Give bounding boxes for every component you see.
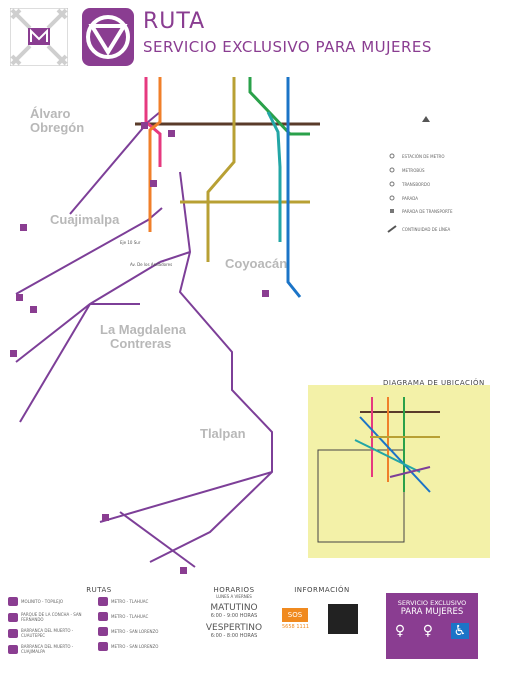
route-badge-icon (98, 597, 108, 606)
routes-title: RUTAS (86, 586, 112, 594)
legend-metrobus-icon (389, 167, 395, 173)
schedule-section: HORARIOS LUNES A VIERNES MATUTINO 6:00 -… (196, 586, 272, 639)
title: RUTA (143, 9, 206, 34)
teal-line (266, 111, 282, 242)
schedule-title: HORARIOS (213, 586, 255, 594)
region-obregon: Obregón (30, 120, 84, 135)
stop-andadores: Av. De los Andadores (130, 262, 172, 267)
route-item: PARQUE DE LA CONCHA - SAN FERNANDO (8, 612, 92, 622)
route-badge-icon (98, 642, 108, 651)
promo-line-2: PARA MUJERES (400, 607, 464, 617)
info-phone: 5658 1111 (282, 624, 310, 630)
legend-transfer-icon (389, 181, 395, 187)
region-alvaro: Álvaro (30, 106, 71, 121)
route-badges (10, 122, 269, 574)
info-sos-badge: SOS (282, 608, 308, 622)
routes-col-1: MOLINITO - TOPILEJO PARQUE DE LA CONCHA … (8, 597, 92, 660)
route-item: METRO - TLAHUAC (98, 597, 182, 606)
route-badge-icon (8, 612, 18, 622)
inset-title: DIAGRAMA DE UBICACIÓN (383, 378, 485, 387)
women-icon: ♀ (422, 623, 433, 639)
routes-section: RUTAS MOLINITO - TOPILEJO PARQUE DE LA C… (8, 586, 190, 660)
route-map: Álvaro Obregón Cuajimalpa Coyoacán La Ma… (10, 77, 490, 574)
legend: ESTACIÓN DE METRO METROBÚS TRANSBORDO PA… (387, 116, 453, 233)
region-magdalena: La Magdalena (100, 322, 187, 337)
route-item: METRO - SAN LORENZO (98, 642, 182, 651)
header: RUTA SERVICIO EXCLUSIVO PARA MUJERES (0, 0, 506, 72)
route-item: BARRANCA DEL MUERTO - CUAUTEPEC (8, 628, 92, 638)
schedule-morning: MATUTINO (210, 603, 258, 613)
region-cuajimalpa: Cuajimalpa (50, 212, 120, 227)
footer: RUTAS MOLINITO - TOPILEJO PARQUE DE LA C… (0, 582, 506, 675)
schedule-morning-time: 6:00 - 9:00 HORAS (210, 613, 258, 619)
route-badge-icon (98, 612, 108, 621)
route-badge-icon (8, 597, 18, 606)
route-badge-icon (8, 644, 18, 654)
schedule-evening: VESPERTINO (205, 623, 263, 633)
accessible-icon: ♿ (450, 623, 470, 639)
promo-icons: ♀ ♀ ♿ (386, 623, 478, 639)
legend-continue-icon (387, 225, 397, 233)
route-badge-icon (8, 628, 18, 638)
route-item: METRO - TLAHUAC (98, 612, 182, 621)
subtitle: SERVICIO EXCLUSIVO PARA MUJERES (143, 38, 432, 56)
legend-item-3: TRANSBORDO (401, 182, 430, 187)
route-item: MOLINITO - TOPILEJO (8, 597, 92, 606)
route-badge-icon (98, 627, 108, 636)
promo-line-1: SERVICIO EXCLUSIVO (397, 599, 467, 607)
legend-metro-icon (389, 153, 395, 159)
metro-logo-icon (10, 8, 68, 66)
woman-icon: ♀ (394, 623, 406, 639)
info-section: INFORMACIÓN SOS 5658 1111 (282, 586, 362, 634)
route-item: METRO - SAN LORENZO (98, 627, 182, 636)
qr-code-icon (328, 604, 358, 634)
region-contreras: Contreras (110, 336, 171, 351)
legend-item-4: PARADA (402, 196, 418, 201)
schedule-sub: LUNES A VIERNES (216, 594, 252, 599)
promo-banner: SERVICIO EXCLUSIVO PARA MUJERES ♀ ♀ ♿ (386, 593, 478, 659)
route-item: BARRANCA DEL MUERTO - CUAJIMALPA (8, 644, 92, 654)
schedule-evening-time: 6:00 - 8:00 HORAS (210, 633, 258, 639)
ruta-logo-icon (82, 8, 134, 66)
region-coyoacan: Coyoacán (225, 256, 287, 271)
legend-stop-icon (389, 195, 395, 201)
info-title: INFORMACIÓN (294, 586, 350, 594)
blue-line (286, 77, 302, 298)
olive-line (206, 77, 236, 262)
legend-item-2: METROBÚS (402, 168, 425, 173)
legend-item-5: PARADA DE TRANSPORTE (402, 209, 453, 214)
purple-route-lines (15, 111, 273, 568)
stop-eje: Eje 10 Sur (120, 240, 141, 245)
legend-item-1: ESTACIÓN DE METRO (402, 154, 444, 159)
routes-col-2: METRO - TLAHUAC METRO - TLAHUAC METRO - … (98, 597, 182, 660)
north-arrow-icon (422, 116, 430, 122)
region-tlalpan: Tlalpan (200, 426, 246, 441)
legend-item-6: CONTINUIDAD DE LÍNEA (402, 227, 451, 232)
inset-diagram: DIAGRAMA DE UBICACIÓN (308, 378, 490, 558)
legend-transport-icon (390, 209, 394, 213)
